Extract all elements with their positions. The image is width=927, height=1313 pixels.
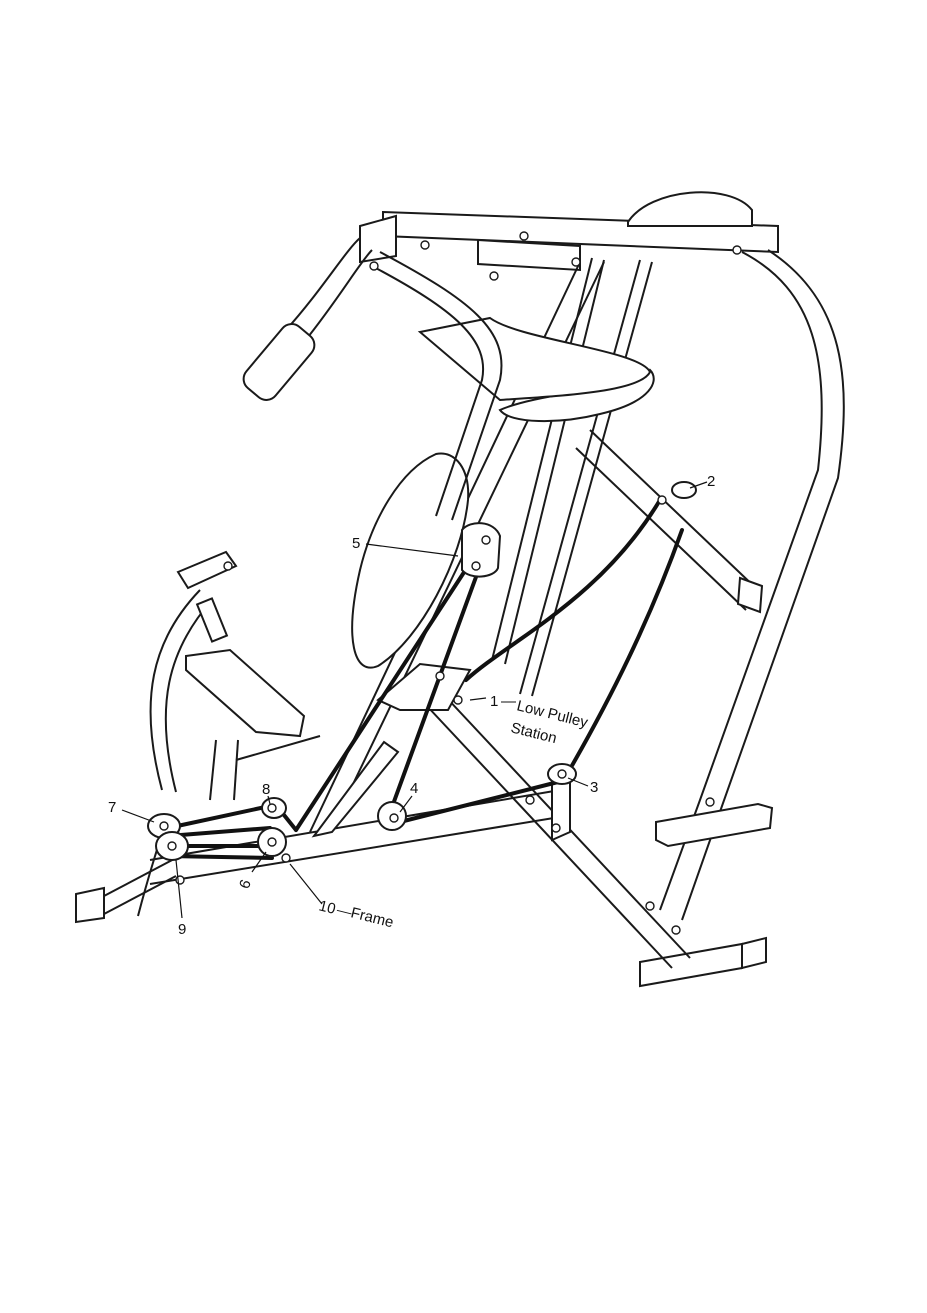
pulley-3 — [548, 764, 576, 784]
label-1: 1 — [490, 693, 498, 710]
label-8: 8 — [262, 781, 270, 798]
label-frame: Frame — [349, 904, 395, 931]
label-6: 6 — [236, 878, 255, 892]
label-5: 5 — [352, 535, 360, 552]
pulley-2 — [658, 482, 696, 504]
label-10: 10 — [317, 897, 337, 918]
pulley-5 — [462, 523, 500, 576]
label-9: 9 — [178, 921, 186, 938]
pulley-8 — [262, 798, 286, 818]
pulley-9 — [156, 832, 188, 860]
pulley-4 — [378, 802, 406, 830]
label-2: 2 — [707, 473, 715, 490]
label-7: 7 — [108, 799, 116, 816]
label-4: 4 — [410, 780, 418, 797]
machine-frame — [76, 192, 844, 986]
label-station: Station — [509, 719, 558, 747]
label-3: 3 — [590, 779, 598, 796]
label-1-line: — — [501, 693, 516, 710]
pulley-6 — [258, 828, 286, 856]
